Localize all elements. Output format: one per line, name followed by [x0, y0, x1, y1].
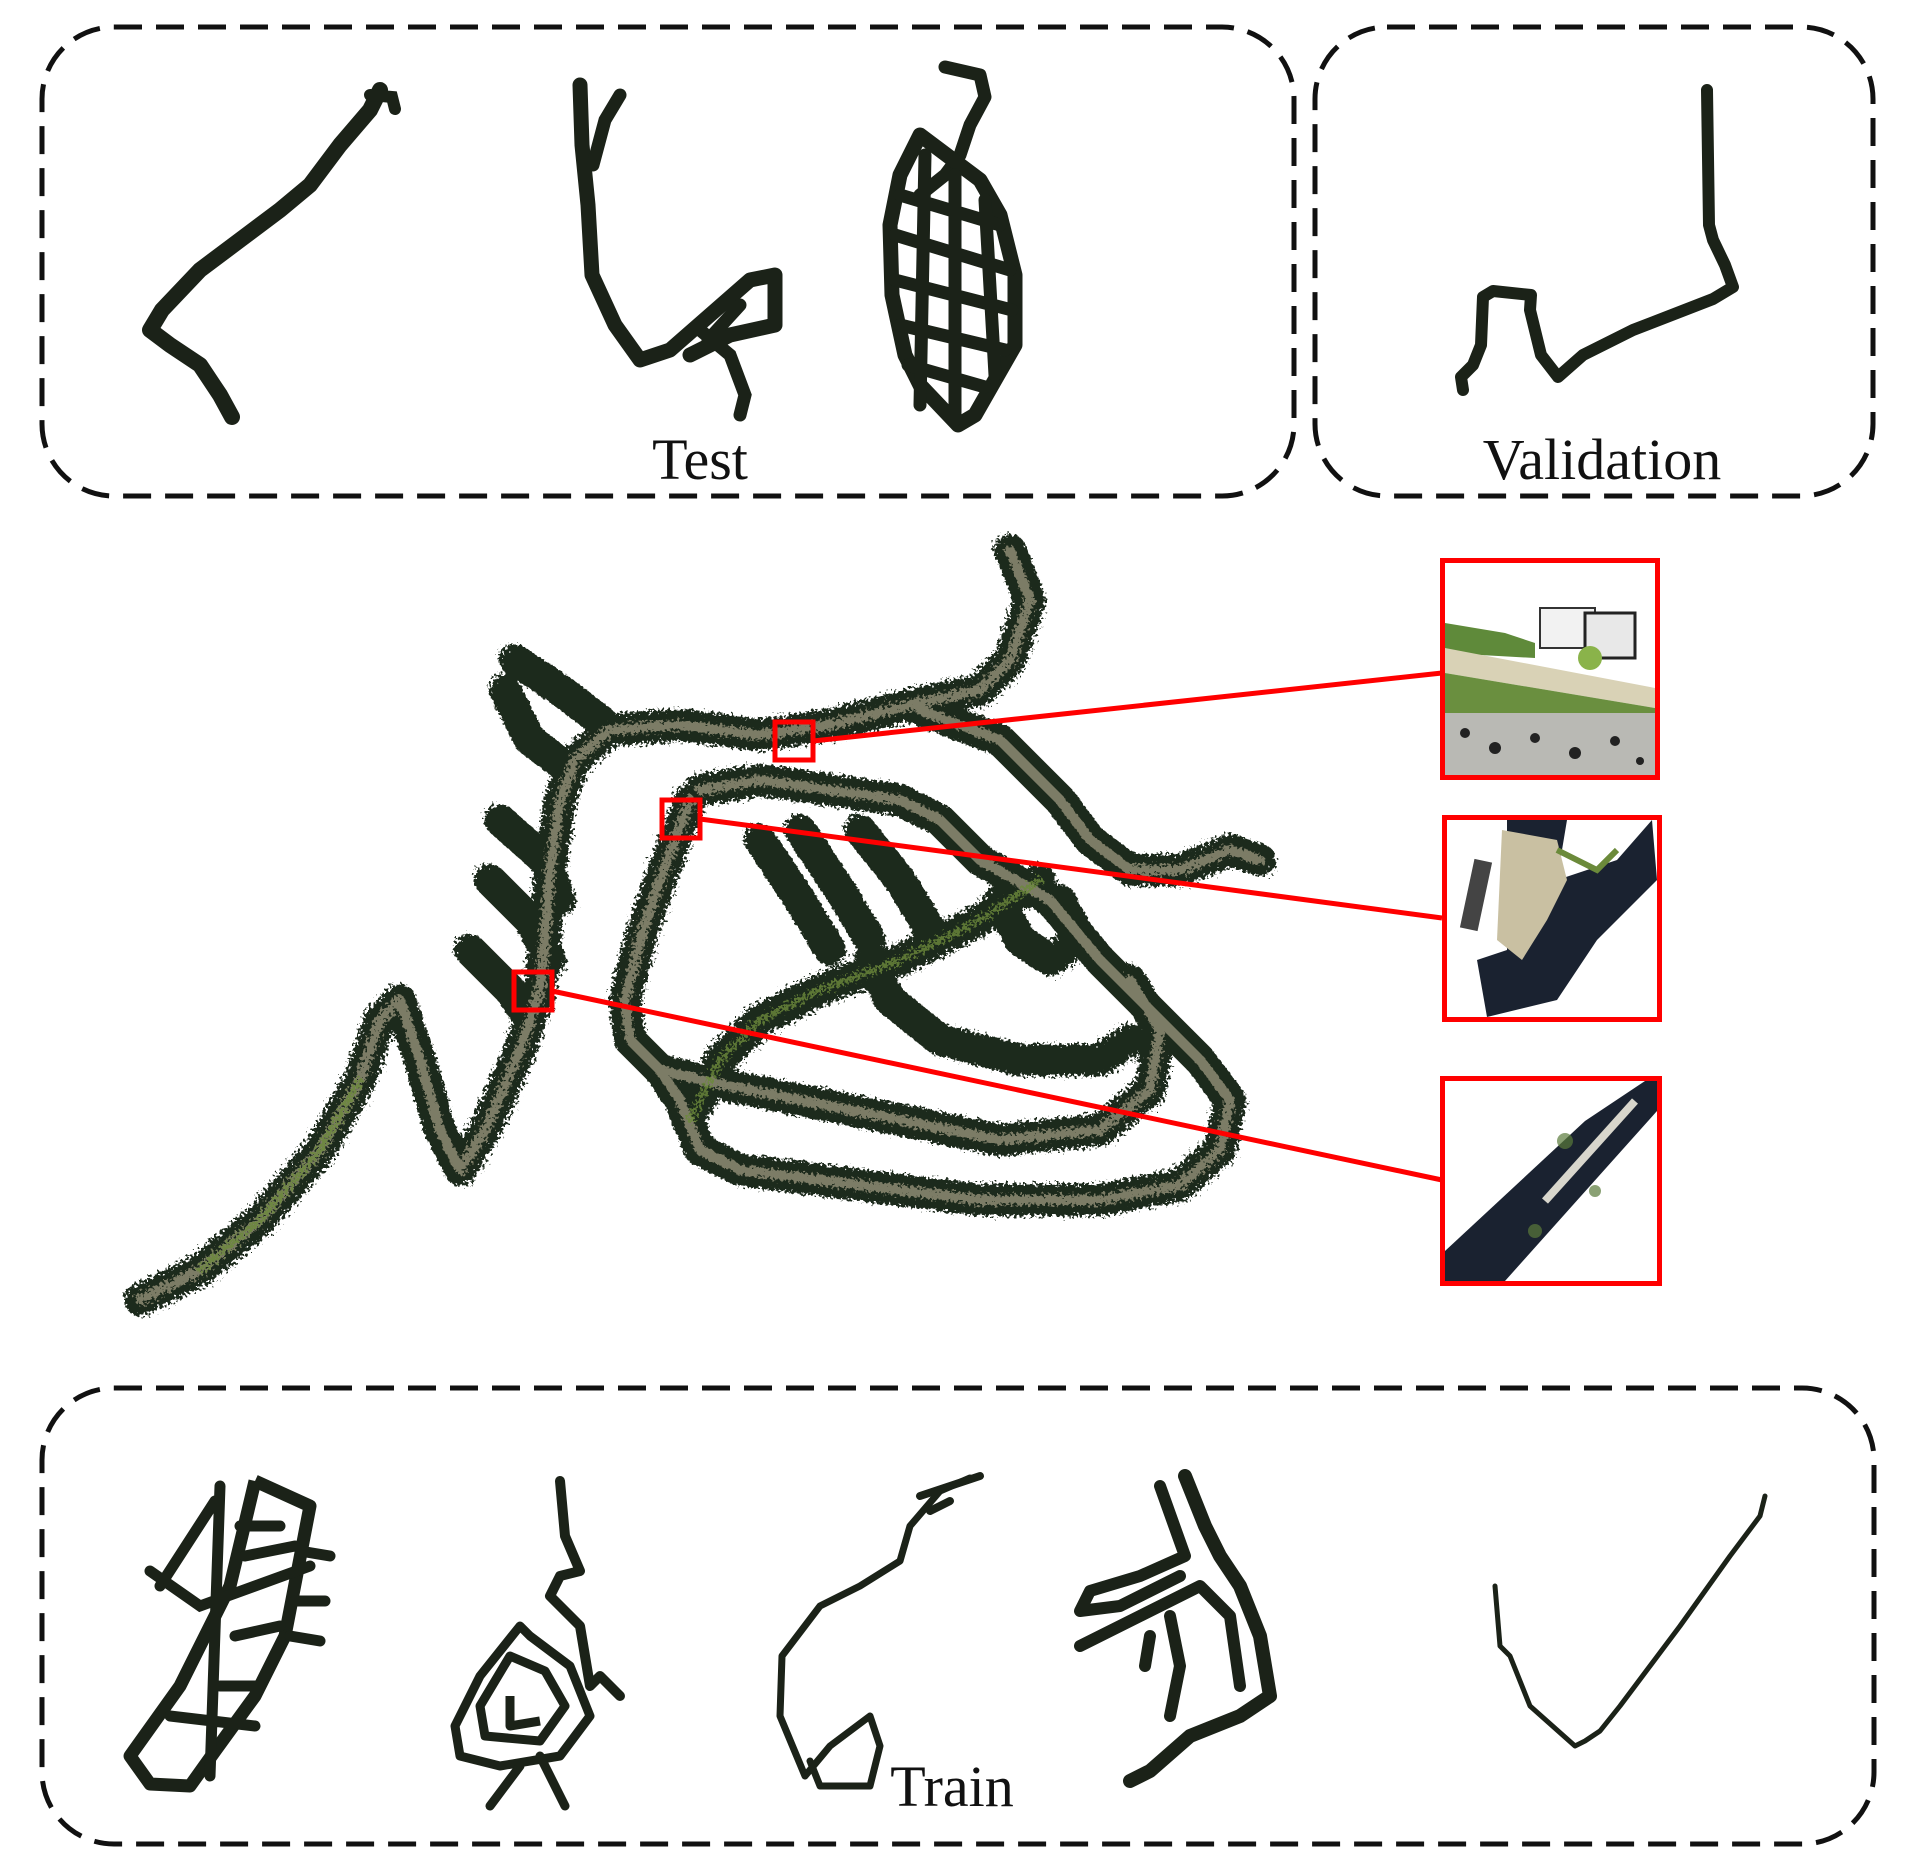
- validation-panel-border: [1312, 24, 1876, 499]
- map-streets-road: [135, 545, 1265, 1305]
- train-label: Train: [890, 1754, 1014, 1819]
- test-panel-border: [39, 24, 1297, 499]
- train-trajectory-2: [450, 1476, 625, 1811]
- connector-line-2: [699, 816, 1443, 921]
- map-streets-halo: [124, 534, 1276, 1316]
- inset-1: [1440, 558, 1660, 780]
- validation-panel: Validation: [1312, 24, 1876, 499]
- connector-line-1: [812, 670, 1443, 744]
- train-trajectory-5: [1492, 1493, 1768, 1749]
- train-trajectory-1: [123, 1475, 336, 1793]
- train-panel-border: [39, 1385, 1877, 1847]
- inset-3: [1440, 1076, 1662, 1286]
- test-panel: Test: [39, 24, 1297, 499]
- test-trajectory-3: [882, 60, 1023, 433]
- map-streets-green: [197, 877, 1043, 1273]
- train-trajectory-3: [776, 1472, 984, 1790]
- test-trajectory-1: [142, 82, 401, 425]
- inset-1-image: [1445, 563, 1655, 775]
- connector-line-3: [551, 988, 1443, 1183]
- validation-label: Validation: [1482, 427, 1722, 492]
- test-trajectory-2: [572, 77, 783, 422]
- inset-2: [1442, 815, 1662, 1022]
- inset-3-image: [1445, 1081, 1657, 1281]
- validation-trajectory: [1455, 84, 1739, 396]
- train-panel: Train: [39, 1385, 1877, 1847]
- inset-2-image: [1447, 820, 1657, 1017]
- train-trajectory-4: [1074, 1469, 1277, 1788]
- test-label: Test: [652, 427, 748, 492]
